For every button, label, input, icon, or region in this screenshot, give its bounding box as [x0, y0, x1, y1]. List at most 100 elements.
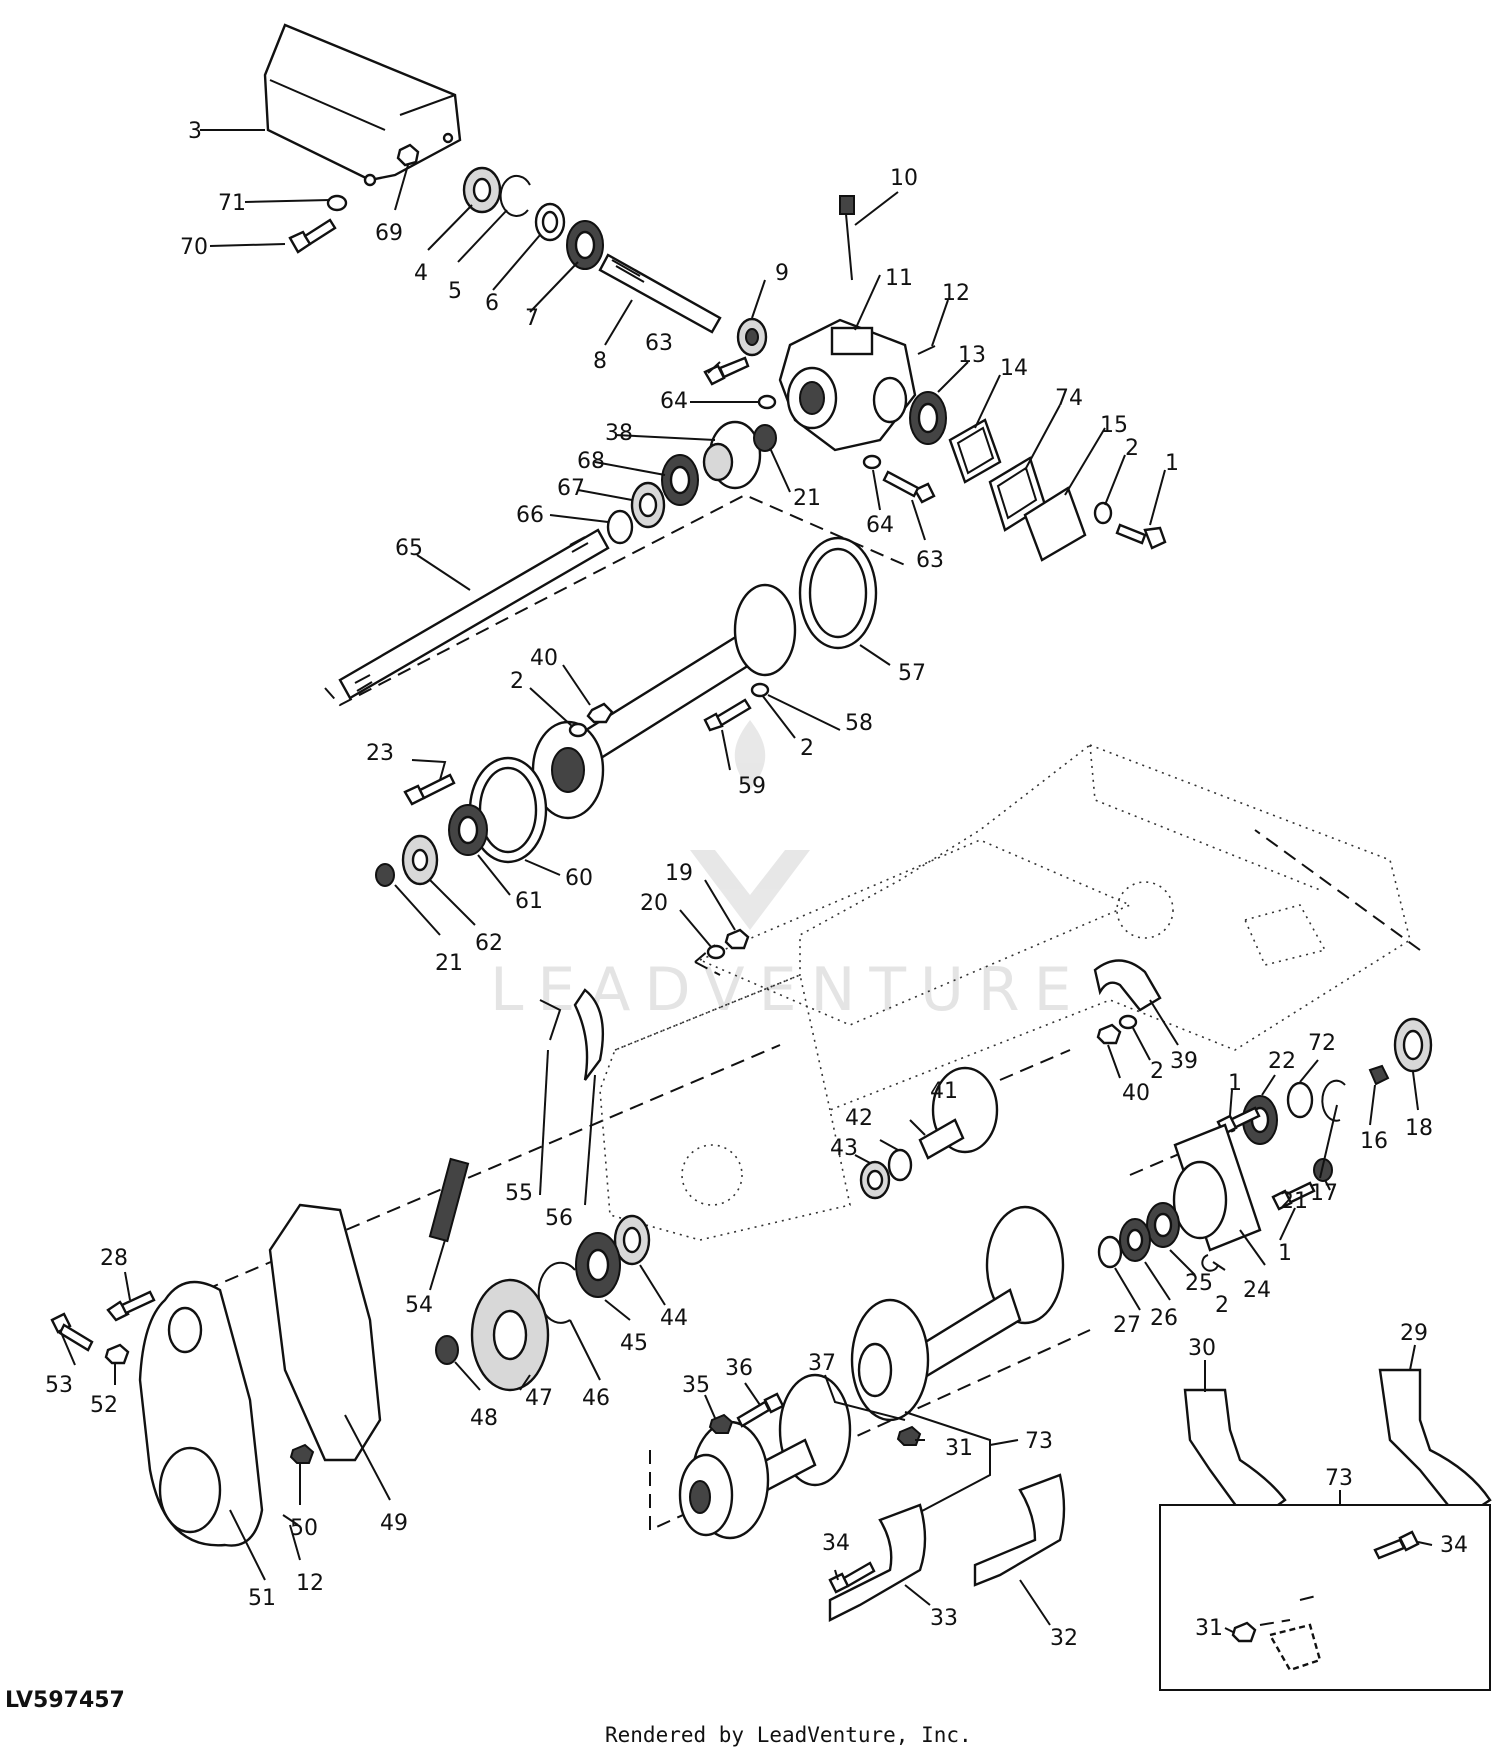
part-washer-2d [1118, 1014, 1138, 1030]
part-seal-67 [630, 481, 666, 529]
part-gasket-57 [798, 536, 878, 650]
callout-23: 23 [366, 741, 394, 766]
callout-43: 43 [830, 1136, 858, 1161]
part-tine-32 [973, 1473, 1066, 1587]
callout-65: 65 [395, 536, 423, 561]
callout-26: 26 [1150, 1306, 1178, 1331]
part-shield [263, 23, 462, 187]
callout-21-gear: 21 [793, 486, 821, 511]
callout-25: 25 [1185, 1271, 1213, 1296]
callout-22: 22 [1268, 1049, 1296, 1074]
callout-21-low: 21 [435, 951, 463, 976]
callout-19: 19 [665, 861, 693, 886]
part-nut-52 [104, 1343, 130, 1365]
part-drive-shaft-65 [338, 528, 610, 700]
part-seal-25 [1146, 1202, 1180, 1248]
part-washer-20 [706, 944, 726, 960]
callout-53: 53 [45, 1373, 73, 1398]
part-bolt-59 [703, 698, 752, 732]
part-bolt-1a [1115, 523, 1167, 550]
footer-credit: Rendered by LeadVenture, Inc. [605, 1723, 972, 1747]
callout-6: 6 [485, 291, 499, 316]
callout-13: 13 [958, 343, 986, 368]
part-bearing-45 [575, 1232, 621, 1298]
callout-41: 41 [930, 1079, 958, 1104]
part-tube-assembly [531, 583, 797, 820]
part-tine-shaft-37a [850, 1205, 1065, 1422]
inset-box-73 [1159, 1504, 1491, 1691]
group-bracket-73 [904, 1411, 991, 1521]
part-bolt-1b [1216, 1106, 1261, 1136]
part-oring-42 [887, 1148, 913, 1182]
callout-72: 72 [1308, 1031, 1336, 1056]
part-input-shaft-8 [598, 253, 722, 334]
part-bearing-7 [566, 220, 604, 270]
leader-lines [59, 129, 1433, 1633]
part-ring-6 [534, 202, 566, 242]
callout-71: 71 [218, 191, 246, 216]
callout-51: 51 [248, 1586, 276, 1611]
group-outline-tine [649, 1329, 1091, 1532]
part-snap-ring-17 [1321, 1079, 1346, 1122]
part-pin-12b [282, 1514, 299, 1526]
callout-11: 11 [885, 266, 913, 291]
callout-74: 74 [1055, 386, 1083, 411]
callout-31-main: 31 [945, 1436, 973, 1461]
part-bolt-28 [106, 1290, 156, 1322]
part-chaincase-cover-51 [138, 1280, 264, 1547]
callout-2-bracket: 2 [1150, 1059, 1164, 1084]
part-stub-shaft-41 [918, 1066, 999, 1160]
group-outline-19 [694, 944, 721, 976]
callout-52: 52 [90, 1393, 118, 1418]
part-bearing-13 [909, 391, 947, 445]
part-nut-48 [435, 1335, 459, 1365]
callout-63-top: 63 [645, 331, 673, 356]
callout-30: 30 [1188, 1336, 1216, 1361]
part-bracket-39 [1093, 959, 1162, 1012]
part-pin-55 [539, 999, 562, 1041]
callout-59: 59 [738, 774, 766, 799]
callout-47: 47 [525, 1386, 553, 1411]
part-gasket-14 [948, 418, 1002, 484]
part-tine-shaft-37b [678, 1373, 852, 1540]
part-nut-21c [1313, 1158, 1333, 1182]
callout-39: 39 [1170, 1049, 1198, 1074]
part-washer-64b [862, 454, 882, 470]
part-washer-2b [568, 722, 588, 738]
part-seal-18 [1393, 1017, 1433, 1073]
callout-67: 67 [557, 476, 585, 501]
callout-56: 56 [545, 1206, 573, 1231]
callout-9: 9 [775, 261, 789, 286]
callout-49: 49 [380, 1511, 408, 1536]
callout-12-lower: 12 [296, 1571, 324, 1596]
callout-34-inset: 34 [1440, 1533, 1468, 1558]
callout-54: 54 [405, 1293, 433, 1318]
part-nut-50 [289, 1443, 315, 1464]
callout-2-upper: 2 [510, 669, 524, 694]
part-sprocket-38 [702, 420, 762, 490]
callout-1-hub: 1 [1228, 1071, 1242, 1096]
callout-29: 29 [1400, 1321, 1428, 1346]
group-outline-chaincase [204, 1044, 781, 1291]
callout-69: 69 [375, 221, 403, 246]
callout-8: 8 [593, 349, 607, 374]
callout-15: 15 [1100, 413, 1128, 438]
callout-66: 66 [516, 503, 544, 528]
part-bolt-36 [736, 1392, 785, 1428]
part-bolt-70 [288, 218, 337, 254]
callout-62: 62 [475, 931, 503, 956]
part-gasket-60 [468, 756, 548, 864]
callout-17: 17 [1310, 1181, 1338, 1206]
callout-14: 14 [1000, 356, 1028, 381]
part-tine-29 [1378, 1368, 1492, 1522]
callout-48: 48 [470, 1406, 498, 1431]
part-bolt-1c [1271, 1181, 1316, 1211]
group-outline-upper [324, 493, 906, 707]
callout-1-lower: 1 [1278, 1241, 1292, 1266]
part-washer-71 [326, 194, 348, 212]
part-pin-12 [917, 345, 936, 355]
callout-21-hub: 21 [1280, 1189, 1308, 1214]
part-bolt-23 [403, 773, 456, 806]
callout-57: 57 [898, 661, 926, 686]
